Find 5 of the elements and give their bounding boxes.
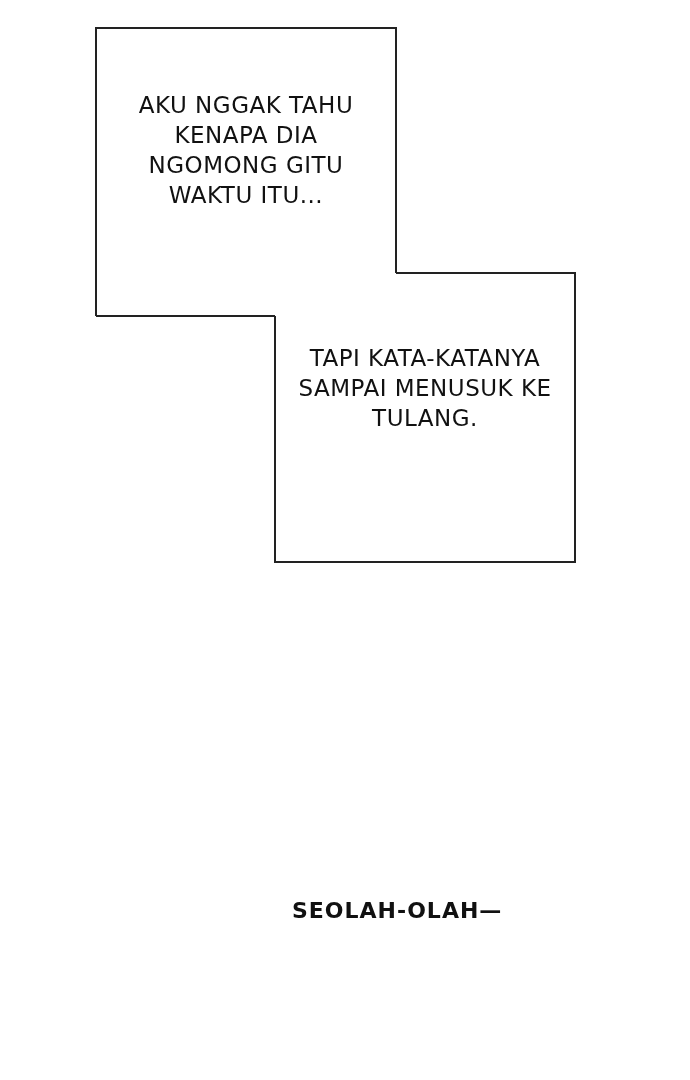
caption-box	[275, 273, 575, 562]
caption-box	[96, 28, 396, 316]
caption-text: TAPI KATA-KATANYA SAMPAI MENUSUK KE TULANG.	[297, 344, 553, 433]
caption-text: AKU NGGAK TAHU KENAPA DIA NGOMONG GITU WAKTU ITU...	[137, 91, 355, 210]
narration-text: SEOLAH-OLAH—	[292, 898, 503, 923]
